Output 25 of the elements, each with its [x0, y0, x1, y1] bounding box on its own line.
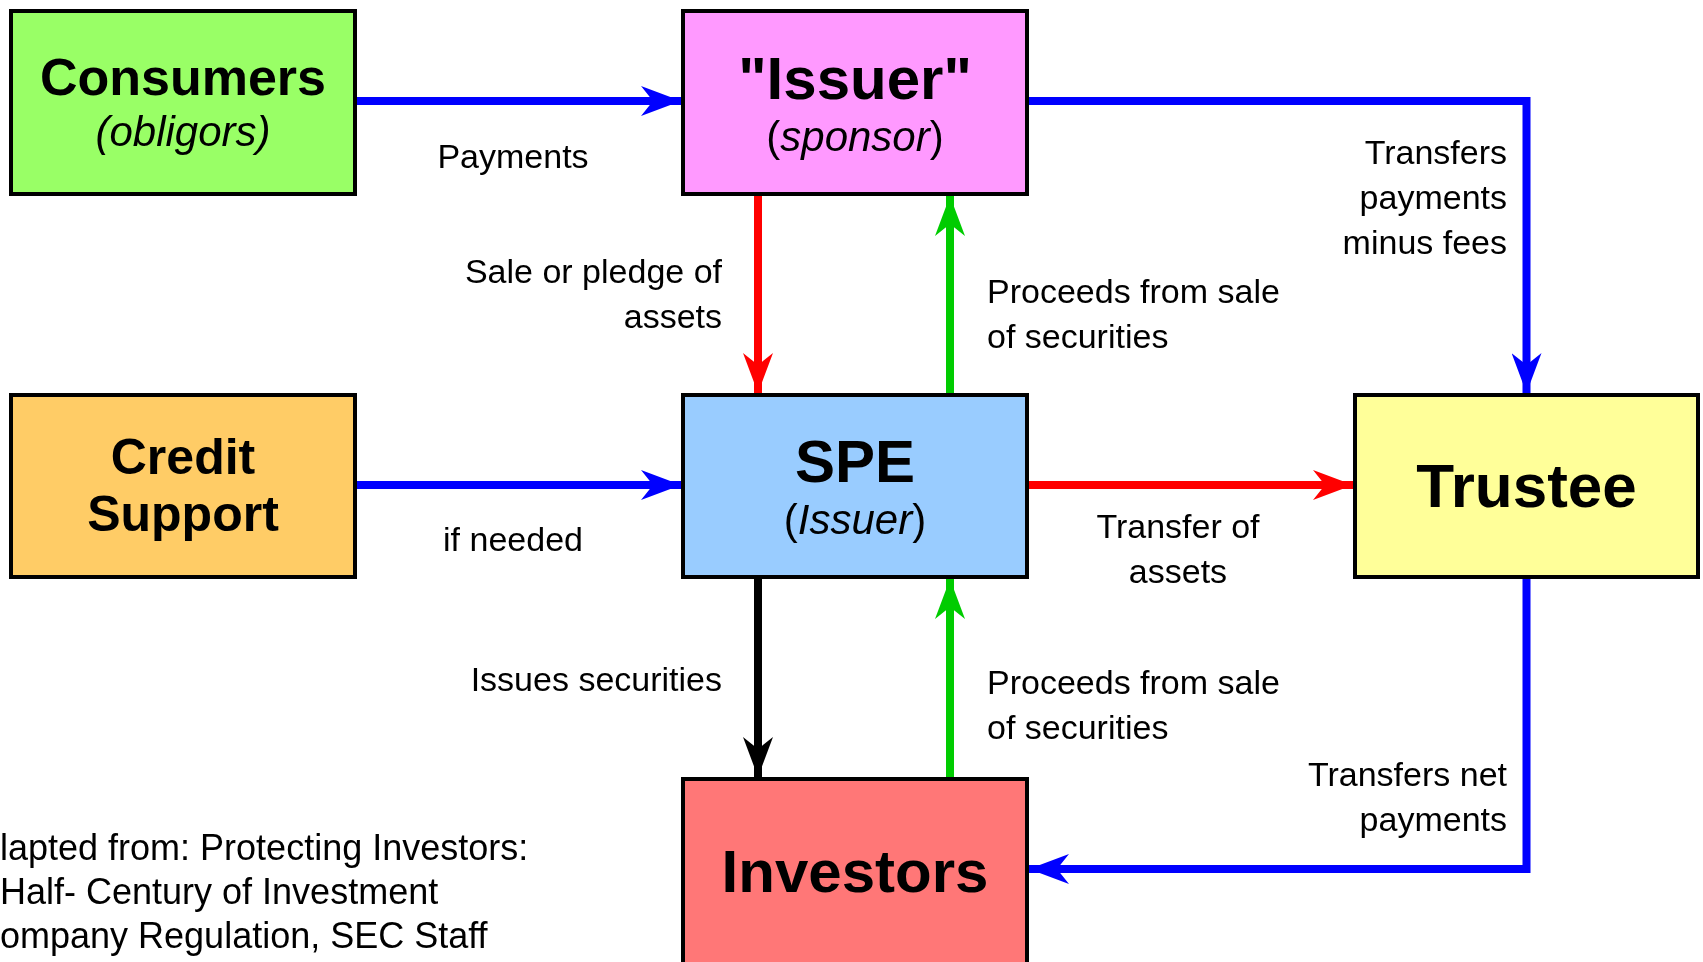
- box-subtitle: (sponsor): [766, 112, 944, 162]
- arrow: [935, 579, 965, 777]
- arrow: [1029, 579, 1531, 884]
- arrow: [357, 86, 681, 116]
- arrow: [1029, 97, 1542, 393]
- process-box: [681, 9, 1029, 196]
- arrow: [935, 196, 965, 393]
- arrow: [743, 196, 773, 393]
- arrow: [1029, 470, 1353, 500]
- box-subtitle: (Issuer): [783, 496, 927, 545]
- box-title: Consumers: [39, 48, 327, 109]
- process-box: [9, 9, 357, 196]
- arrow: [743, 579, 773, 777]
- box-title: SPE: [794, 427, 916, 497]
- process-box: [681, 777, 1029, 962]
- box-subtitle: (obligors): [95, 108, 271, 157]
- arrow: [357, 470, 681, 500]
- process-box: [9, 393, 357, 579]
- process-box: [681, 393, 1029, 579]
- box-title: "Issuer": [738, 43, 972, 113]
- box-title: Credit Support: [86, 428, 280, 544]
- box-title: Investors: [721, 837, 989, 906]
- process-box: [1353, 393, 1700, 579]
- source-note: lapted from: Protecting Investors: Half- Century of Investment ompany Regulation, SEC Staff: [0, 826, 530, 958]
- box-title: Trustee: [1416, 450, 1637, 522]
